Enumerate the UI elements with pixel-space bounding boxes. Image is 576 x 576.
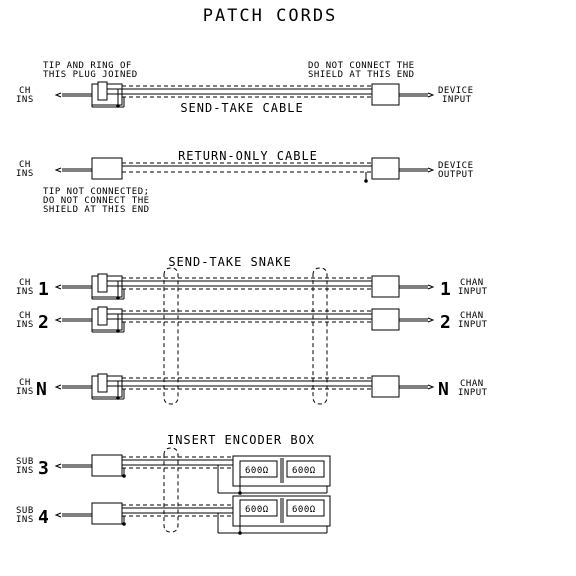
insert-encoder-box: INSERT ENCODER BOX SUB INS 3 600Ω 600Ω <box>16 433 331 535</box>
snake-row-2: CH INS 2 2 CHAN INPUT <box>16 306 488 333</box>
note-tip-ring-line-1: TIP AND RING OF <box>43 61 132 71</box>
channel-number-right: 1 <box>440 279 451 300</box>
ch-ins-label-line-1: CH <box>19 160 31 170</box>
ch-ins-label-line-1: CH <box>19 278 31 288</box>
chan-input-label-line-2: INPUT <box>458 320 488 330</box>
return-only-cable-label: RETURN-ONLY CABLE <box>178 149 318 163</box>
tip-not-connected-note-line-1: TIP NOT CONNECTED; <box>43 187 150 197</box>
ch-ins-label-line-2: INS <box>16 169 34 179</box>
return-only-cable: RETURN-ONLY CABLE CH INS DEVICE OUTPUT T… <box>16 149 474 215</box>
ch-ins-label-line-2: INS <box>16 320 34 330</box>
chan-input-label-line-1: CHAN <box>460 379 484 389</box>
send-take-cable-label: SEND-TAKE CABLE <box>180 101 303 115</box>
chan-input-label-line-2: INPUT <box>458 287 488 297</box>
impedance-left: 600Ω <box>245 466 269 476</box>
tip-not-connected-note-line-3: SHIELD AT THIS END <box>43 205 150 215</box>
ch-ins-label-line-1: CH <box>19 311 31 321</box>
snake-row-n: CH INS N N CHAN INPUT <box>16 373 488 400</box>
sub-ins-label-line-1: SUB <box>16 506 34 516</box>
ch-ins-label-line-2: INS <box>16 287 34 297</box>
ch-ins-label-line-2: INS <box>16 387 34 397</box>
device-input-label-line-1: DEVICE <box>438 86 474 96</box>
chan-input-label-line-1: CHAN <box>460 278 484 288</box>
sub-ins-label-line-1: SUB <box>16 457 34 467</box>
channel-number: N <box>36 379 47 400</box>
encoder-row-3: SUB INS 3 600Ω 600Ω <box>16 454 331 495</box>
joiner-box <box>97 81 108 101</box>
sub-ins-label-line-2: INS <box>16 466 34 476</box>
chan-input-label-line-1: CHAN <box>460 311 484 321</box>
note-tip-ring-line-2: THIS PLUG JOINED <box>43 70 138 80</box>
channel-number-right: N <box>438 379 449 400</box>
ch-ins-label-line-1: CH <box>19 378 31 388</box>
impedance-right: 600Ω <box>292 505 316 515</box>
snake-row-1: CH INS 1 1 CHAN INPUT <box>16 273 488 300</box>
send-take-snake-title: SEND-TAKE SNAKE <box>168 255 291 269</box>
encoder-row-4: SUB INS 4 600Ω 600Ω <box>16 495 331 535</box>
plug-body-right <box>371 83 400 106</box>
tip-not-connected-note-line-2: DO NOT CONNECT THE <box>43 196 150 206</box>
device-output-label-line-2: OUTPUT <box>438 170 474 180</box>
ch-ins-label-line-2: INS <box>16 95 34 105</box>
impedance-left: 600Ω <box>245 505 269 515</box>
chan-input-label-line-2: INPUT <box>458 388 488 398</box>
channel-number-right: 2 <box>440 312 451 333</box>
diagram-title: PATCH CORDS <box>203 6 338 26</box>
device-input-label-line-2: INPUT <box>442 95 472 105</box>
send-take-cable: TIP AND RING OF THIS PLUG JOINED DO NOT … <box>16 61 474 115</box>
note-shield-line-2: SHIELD AT THIS END <box>308 70 415 80</box>
device-output-label-line-1: DEVICE <box>438 161 474 171</box>
sub-number: 4 <box>38 507 49 528</box>
channel-number: 1 <box>38 279 49 300</box>
note-shield-line-1: DO NOT CONNECT THE <box>308 61 415 71</box>
sub-ins-label-line-2: INS <box>16 515 34 525</box>
insert-encoder-box-title: INSERT ENCODER BOX <box>167 433 315 447</box>
channel-number: 2 <box>38 312 49 333</box>
ch-ins-label-line-1: CH <box>19 86 31 96</box>
send-take-snake: SEND-TAKE SNAKE CH INS 1 <box>16 255 488 405</box>
impedance-right: 600Ω <box>292 466 316 476</box>
sub-number: 3 <box>38 458 49 479</box>
